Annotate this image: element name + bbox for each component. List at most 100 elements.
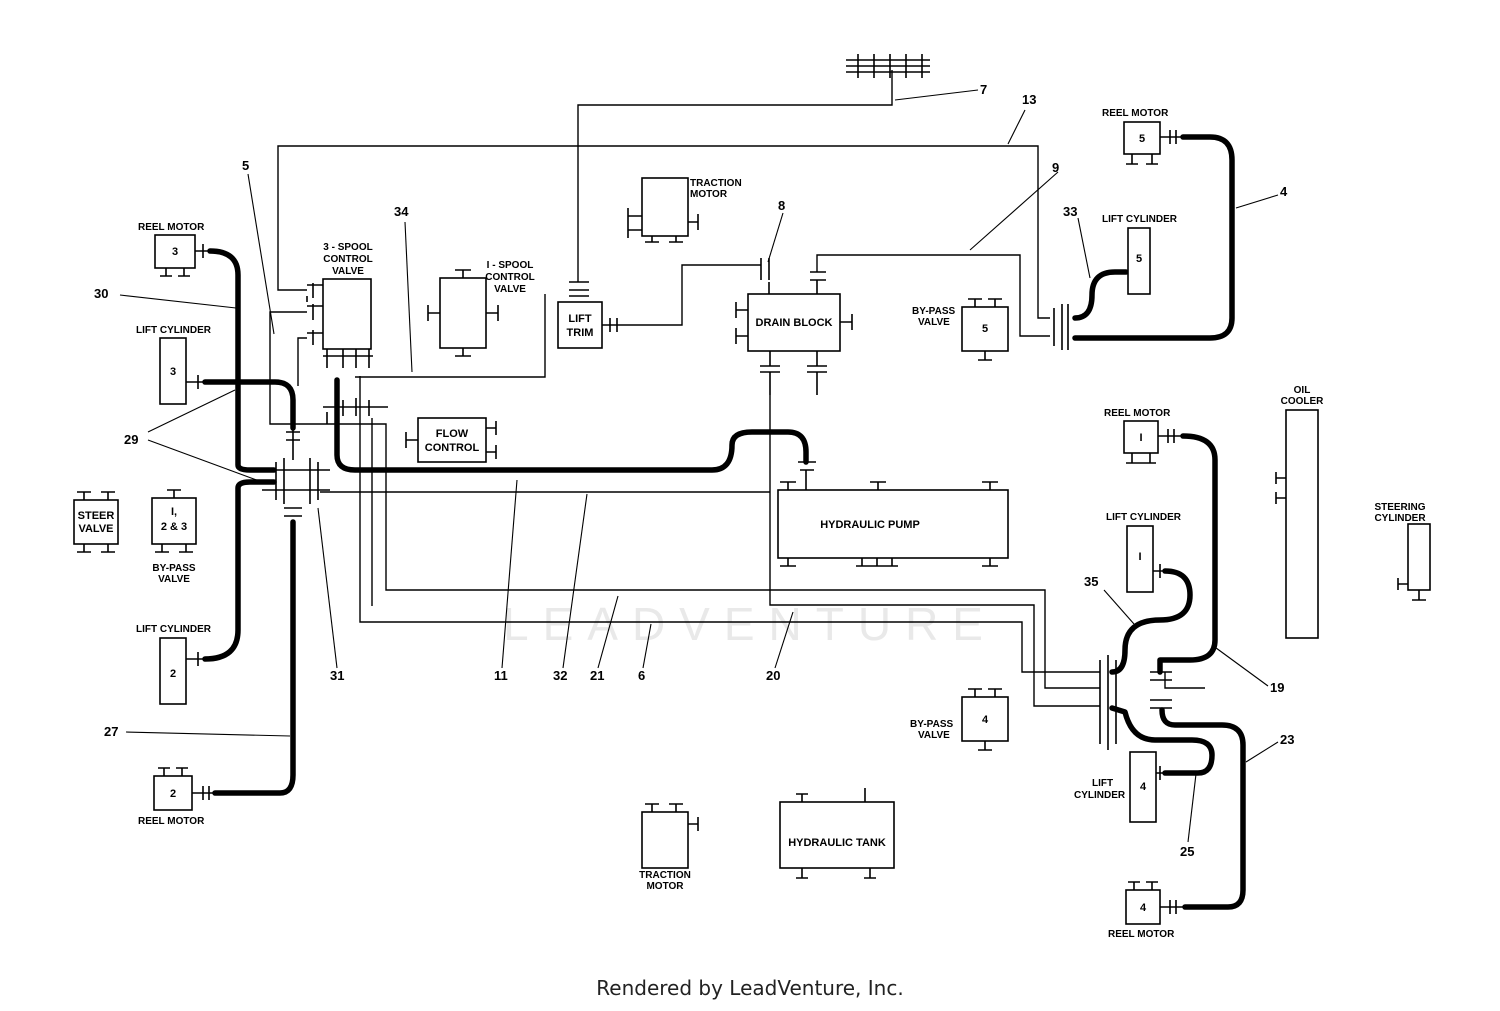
svg-text:2: 2	[170, 668, 176, 680]
callout-27: 27	[104, 724, 118, 739]
svg-text:FLOW: FLOW	[436, 428, 469, 440]
svg-text:3: 3	[170, 366, 176, 378]
lift-cylinder-2: LIFT CYLINDER 2	[136, 624, 212, 705]
svg-text:HYDRAULIC PUMP: HYDRAULIC PUMP	[820, 519, 920, 531]
svg-text:STEERING: STEERING	[1374, 502, 1425, 513]
hydraulic-pump: HYDRAULIC PUMP	[777, 470, 1009, 567]
one-spool-control-valve: I - SPOOL CONTROL VALVE	[427, 260, 535, 357]
steer-valve: STEER VALVE	[73, 491, 119, 553]
svg-text:TRACTION: TRACTION	[690, 178, 742, 189]
svg-text:CONTROL: CONTROL	[323, 254, 372, 265]
traction-motor-bottom: TRACTION MOTOR	[639, 803, 699, 892]
footer-credit: Rendered by LeadVenture, Inc.	[596, 976, 904, 1000]
svg-text:4: 4	[982, 714, 989, 726]
svg-text:3 - SPOOL: 3 - SPOOL	[323, 242, 372, 253]
lift-cylinder-3: LIFT CYLINDER 3	[136, 325, 212, 405]
callout-7: 7	[980, 82, 987, 97]
callout-21: 21	[590, 668, 604, 683]
svg-text:HYDRAULIC TANK: HYDRAULIC TANK	[788, 837, 886, 849]
svg-text:5: 5	[982, 323, 988, 335]
svg-text:LIFT CYLINDER: LIFT CYLINDER	[1106, 512, 1182, 523]
svg-text:MOTOR: MOTOR	[690, 189, 728, 200]
lift-trim: LIFT TRIM	[557, 301, 618, 349]
svg-text:REEL MOTOR: REEL MOTOR	[138, 816, 205, 827]
oil-cooler: OIL COOLER	[1275, 385, 1325, 639]
svg-text:REEL MOTOR: REEL MOTOR	[1108, 929, 1175, 940]
callout-leaders	[119, 89, 1279, 843]
svg-text:CONTROL: CONTROL	[485, 272, 534, 283]
svg-text:BY-PASS: BY-PASS	[152, 563, 195, 574]
svg-text:LIFT: LIFT	[568, 313, 591, 325]
three-spool-control-valve: 3 - SPOOL CONTROL VALVE	[306, 242, 373, 357]
bypass-valve-5: BY-PASS VALVE 5	[912, 298, 1009, 361]
reel-motor-4: 4 REEL MOTOR	[1108, 881, 1185, 940]
callout-9: 9	[1052, 160, 1059, 175]
callout-31: 31	[330, 668, 344, 683]
reel-motor-1: REEL MOTOR I	[1104, 408, 1183, 464]
callout-8: 8	[778, 198, 785, 213]
svg-text:VALVE: VALVE	[332, 266, 364, 277]
svg-text:LIFT CYLINDER: LIFT CYLINDER	[136, 325, 212, 336]
svg-text:4: 4	[1140, 781, 1147, 793]
svg-text:STEER: STEER	[78, 510, 115, 522]
svg-text:4: 4	[1140, 902, 1147, 914]
callout-29: 29	[124, 432, 138, 447]
svg-text:3: 3	[172, 246, 178, 258]
callout-32: 32	[553, 668, 567, 683]
svg-text:5: 5	[1139, 133, 1145, 145]
callout-35: 35	[1084, 574, 1098, 589]
callout-30: 30	[94, 286, 108, 301]
callout-25: 25	[1180, 844, 1194, 859]
svg-text:2: 2	[170, 788, 176, 800]
svg-text:CYLINDER: CYLINDER	[1374, 513, 1426, 524]
bypass-valve-4: BY-PASS VALVE 4	[910, 688, 1009, 751]
bypass-valve-1-2-3: I, 2 & 3 BY-PASS VALVE	[151, 489, 197, 585]
svg-text:VALVE: VALVE	[494, 284, 526, 295]
svg-text:REEL MOTOR: REEL MOTOR	[1104, 408, 1171, 419]
svg-text:LIFT: LIFT	[1092, 778, 1113, 789]
callout-6: 6	[638, 668, 645, 683]
hydraulic-tank: HYDRAULIC TANK	[779, 788, 895, 879]
pipe-lines	[269, 70, 1205, 707]
svg-text:MOTOR: MOTOR	[646, 881, 684, 892]
reel-motor-3: REEL MOTOR 3	[138, 222, 210, 277]
callout-19: 19	[1270, 680, 1284, 695]
callout-34: 34	[394, 204, 409, 219]
svg-text:TRIM: TRIM	[567, 327, 594, 339]
callout-33: 33	[1063, 204, 1077, 219]
svg-text:VALVE: VALVE	[78, 523, 113, 535]
svg-text:TRACTION: TRACTION	[639, 870, 691, 881]
svg-text:REEL MOTOR: REEL MOTOR	[138, 222, 205, 233]
callout-5: 5	[242, 158, 249, 173]
svg-text:LIFT CYLINDER: LIFT CYLINDER	[1102, 214, 1178, 225]
fittings	[262, 258, 1172, 750]
svg-text:VALVE: VALVE	[918, 317, 950, 328]
svg-text:OIL: OIL	[1294, 385, 1311, 396]
traction-motor-top: TRACTION MOTOR	[627, 177, 742, 243]
svg-text:I,: I,	[171, 506, 177, 518]
steering-cylinder: STEERING CYLINDER	[1374, 502, 1431, 601]
svg-text:LIFT CYLINDER: LIFT CYLINDER	[136, 624, 212, 635]
hoses	[202, 134, 1246, 910]
callout-11: 11	[494, 668, 508, 683]
lift-cylinder-5: LIFT CYLINDER 5	[1102, 214, 1178, 295]
svg-text:CYLINDER: CYLINDER	[1074, 790, 1126, 801]
reel-motor-2: 2 REEL MOTOR	[138, 767, 215, 827]
drain-block: DRAIN BLOCK	[735, 280, 853, 395]
svg-text:REEL MOTOR: REEL MOTOR	[1102, 108, 1169, 119]
svg-text:BY-PASS: BY-PASS	[912, 306, 955, 317]
svg-text:I - SPOOL: I - SPOOL	[487, 260, 534, 271]
svg-text:VALVE: VALVE	[158, 574, 190, 585]
flow-control: FLOW CONTROL	[405, 417, 497, 463]
svg-text:I: I	[1139, 432, 1142, 444]
svg-text:CONTROL: CONTROL	[425, 442, 480, 454]
svg-text:DRAIN BLOCK: DRAIN BLOCK	[756, 317, 833, 329]
callout-20: 20	[766, 668, 780, 683]
svg-text:COOLER: COOLER	[1281, 396, 1325, 407]
svg-text:VALVE: VALVE	[918, 730, 950, 741]
reel-motor-5: REEL MOTOR 5	[1102, 108, 1183, 165]
watermark: LEADVENTURE	[503, 598, 997, 650]
svg-text:I: I	[1138, 551, 1141, 563]
svg-text:5: 5	[1136, 253, 1142, 265]
